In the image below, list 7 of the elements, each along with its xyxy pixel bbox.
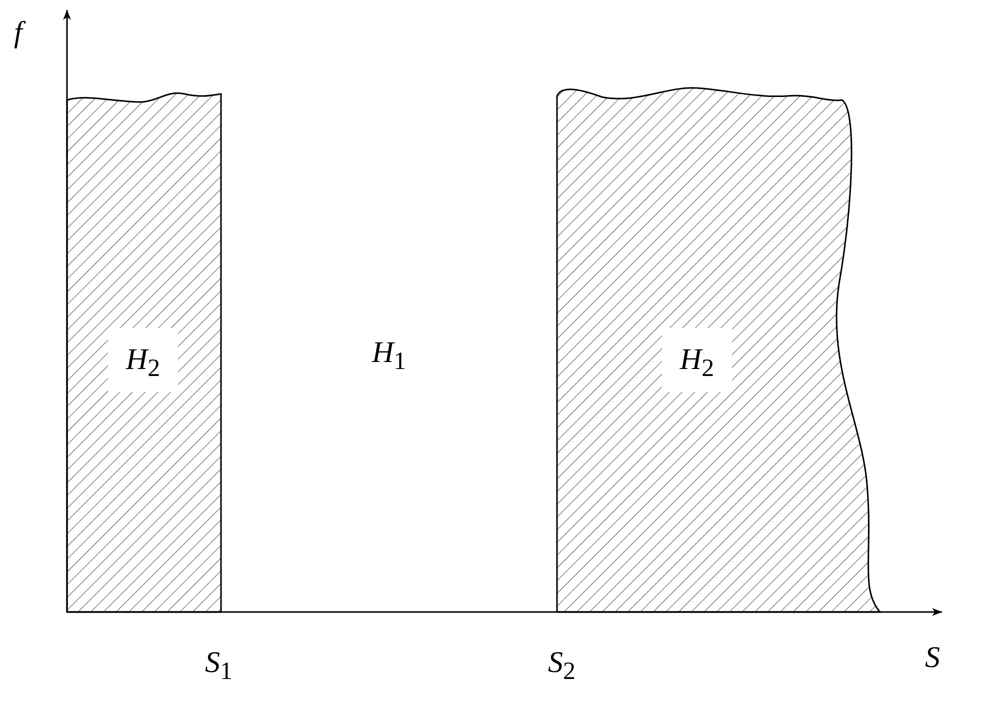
region-label: H$_{2}$ [108, 328, 178, 392]
x-axis-label: S [925, 643, 940, 673]
region-label: S$_{1}$ [205, 648, 232, 684]
hatched-region [557, 84, 881, 612]
region-label: H$_{1}$ [372, 338, 406, 374]
region-label: S$_{2}$ [548, 648, 576, 684]
region-label: H$_{2}$ [662, 328, 732, 392]
